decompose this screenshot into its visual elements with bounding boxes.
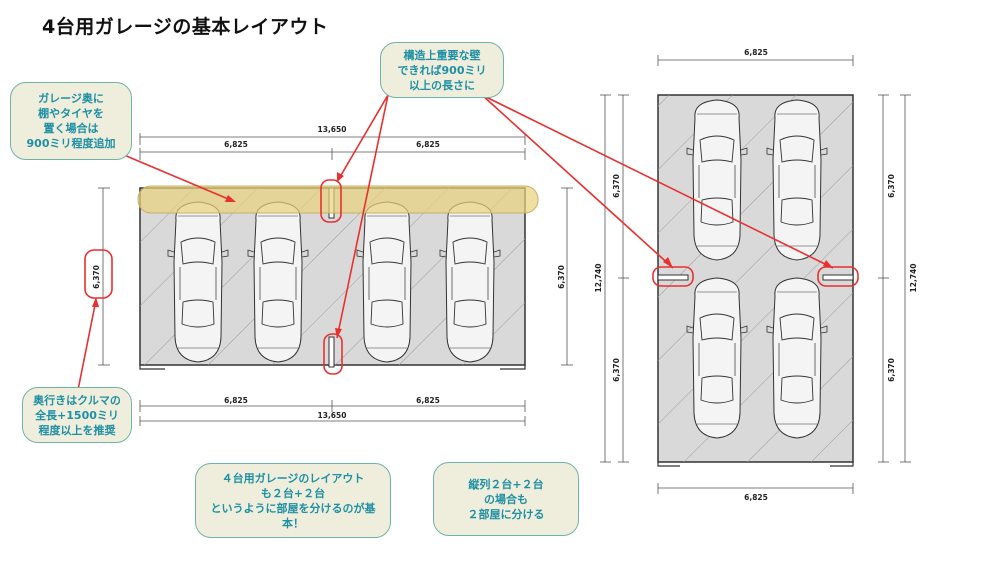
left-car-3	[356, 201, 418, 363]
dim-right-depth-right-1: 6,370	[887, 174, 896, 198]
left-wall-bottom	[328, 336, 335, 368]
right-car-4	[766, 277, 828, 439]
dim-right-depth-left-1: 6,370	[612, 174, 621, 198]
note-4car-layout: ４台用ガレージのレイアウト も２台+２台 というように部屋を分けるのが基本！	[195, 463, 391, 538]
right-car-3	[686, 277, 748, 439]
callout-wall-top	[320, 179, 342, 223]
right-car-2	[766, 99, 828, 261]
callout-right-wall-right	[817, 266, 859, 287]
dim-right-width-bottom: 6,825	[744, 493, 768, 502]
callout-dim-depth	[84, 249, 113, 299]
dim-depth-right: 6,370	[557, 265, 566, 289]
note-storage: ガレージ奥に 棚やタイヤを 置く場合は 900ミリ程度追加	[10, 82, 132, 160]
dim-bay-bottom-1: 6,825	[224, 396, 248, 405]
right-car-1	[686, 99, 748, 261]
left-car-4	[439, 201, 501, 363]
dim-right-depth-left-2: 6,370	[612, 358, 621, 382]
page-title: 4台用ガレージの基本レイアウト	[42, 16, 329, 38]
dim-right-depth-right-2: 6,370	[887, 358, 896, 382]
callout-wall-bottom	[323, 333, 343, 375]
dim-bay-bottom-2: 6,825	[416, 396, 440, 405]
left-plan: 13,650 6,825 6,825 6,825 6,825 13,650 6,…	[92, 125, 573, 426]
dim-total-bottom: 13,650	[318, 411, 347, 420]
note-depth: 奥行きはクルマの 全長+1500ミリ 程度以上を推奨	[22, 387, 132, 443]
callouts	[77, 94, 859, 391]
dim-right-total-left: 12,740	[594, 264, 603, 293]
arrow-heads	[92, 172, 833, 338]
dim-total-top: 13,650	[318, 125, 347, 134]
dim-right-width-top: 6,825	[744, 48, 768, 57]
dim-bay-top-1: 6,825	[224, 140, 248, 149]
note-tandem: 縦列２台+２台 の場合も ２部屋に分ける	[433, 462, 579, 536]
left-car-2	[247, 201, 309, 363]
right-wall-right	[822, 274, 854, 281]
storage-highlight	[137, 185, 539, 214]
dim-bay-top-2: 6,825	[416, 140, 440, 149]
note-structural-wall: 構造上重要な壁 できれば900ミリ 以上の長さに	[380, 42, 504, 98]
left-car-1	[167, 201, 229, 363]
right-plan: 6,825 6,825 12,740 6,370 6,370 6,370 6,3…	[594, 48, 918, 502]
dim-depth-left: 6,370	[92, 265, 101, 289]
dim-right-total-right: 12,740	[909, 264, 918, 293]
right-wall-left	[657, 274, 689, 281]
